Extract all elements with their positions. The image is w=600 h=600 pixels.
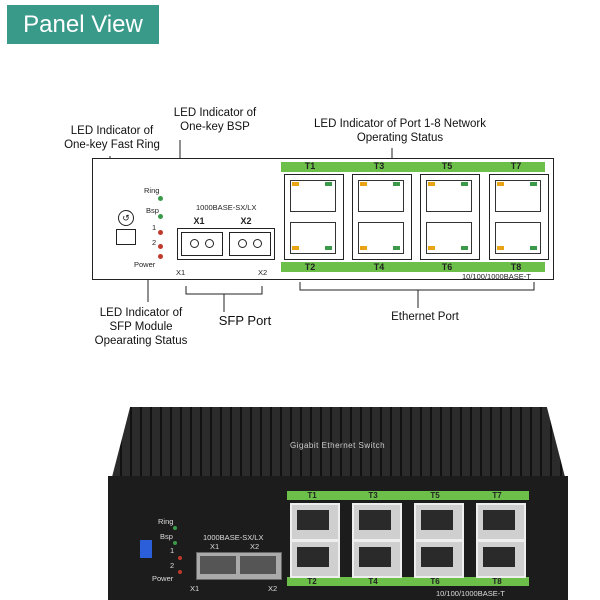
t8-link-led-icon [530, 246, 537, 250]
t5-link-led-icon [461, 182, 468, 186]
annotation-sfp-port: SFP Port [218, 313, 272, 328]
device-sfp-port-x2 [240, 556, 276, 574]
annotation-fast-ring: LED Indicator of One-key Fast Ring [64, 125, 160, 151]
device-led-ring: Ring [158, 517, 174, 526]
sfp-bottom-x1: X1 [176, 268, 186, 277]
port-label-t1: T1 [304, 161, 316, 171]
t7-speed-led-icon [497, 182, 504, 186]
t1-speed-led-icon [292, 182, 299, 186]
device-rj45-socket-t2 [297, 547, 329, 567]
device-eth-spec: 10/100/1000BASE-T [436, 589, 505, 598]
sfp-bottom-x2: X2 [258, 268, 268, 277]
page-title: Panel View [7, 5, 159, 44]
port-group-t3-t4 [352, 174, 412, 260]
t6-speed-led-icon [428, 246, 435, 250]
device-rj45-socket-t6 [421, 547, 453, 567]
port-label-t8: T8 [510, 262, 522, 272]
device-port-t1: T1 [307, 491, 317, 500]
device-port-t5: T5 [430, 491, 440, 500]
port-group-t7-t8 [489, 174, 549, 260]
led-label-power: Power [134, 260, 156, 269]
device-port-t4: T4 [368, 577, 378, 586]
device-sfp-bottom-x1: X1 [190, 584, 200, 593]
sfp-x2-rx-icon [238, 239, 247, 248]
device-rj45-socket-t1 [297, 510, 329, 530]
device-rj45-socket-t4 [359, 547, 391, 567]
device-led-2: 2 [170, 561, 175, 570]
annotation-sfp-led: LED Indicator of SFP Module Opearating S… [94, 307, 188, 347]
annotation-ethernet-port: Ethernet Port [391, 311, 459, 323]
port-label-t4: T4 [373, 262, 385, 272]
sfp-label-x1: X1 [193, 216, 205, 226]
sfp-spec-label: 1000BASE-SX/LX [196, 203, 257, 212]
device-p2-led-icon [178, 570, 182, 574]
device-port-t6: T6 [430, 577, 440, 586]
eth-spec-label: 10/100/1000BASE-T [462, 272, 531, 281]
power2-led-icon [158, 244, 163, 249]
device-heatsink [112, 407, 565, 477]
power-led-icon [158, 254, 163, 259]
sfp-port-x1 [181, 232, 223, 256]
port-label-t5: T5 [441, 161, 453, 171]
t1-link-led-icon [325, 182, 332, 186]
fast-ring-button-icon: ↺ [118, 210, 134, 226]
t2-speed-led-icon [292, 246, 299, 250]
power1-led-icon [158, 230, 163, 235]
bottom-green-bar [281, 262, 545, 272]
device-dip-switch-icon [140, 540, 152, 558]
device-led-1: 1 [170, 546, 175, 555]
device-led-power: Power [152, 574, 174, 583]
device-port-t7: T7 [492, 491, 502, 500]
sfp-x2-tx-icon [253, 239, 262, 248]
ring-led-icon [158, 196, 163, 201]
port-label-t6: T6 [441, 262, 453, 272]
sfp-x1-tx-icon [205, 239, 214, 248]
annotation-bsp: LED Indicator of One-key BSP [173, 107, 257, 133]
t4-speed-led-icon [360, 246, 367, 250]
t3-speed-led-icon [360, 182, 367, 186]
sfp-x1-rx-icon [190, 239, 199, 248]
led-label-1: 1 [152, 223, 157, 232]
device-rj45-socket-t3 [359, 510, 391, 530]
device-bsp-led-icon [173, 541, 177, 545]
t2-link-led-icon [325, 246, 332, 250]
device-led-bsp: Bsp [160, 532, 173, 541]
device-ring-led-icon [173, 526, 177, 530]
t6-link-led-icon [461, 246, 468, 250]
device-port-t3: T3 [368, 491, 378, 500]
annotation-port-status: LED Indicator of Port 1-8 Network Operat… [314, 118, 486, 144]
device-sfp-bottom-x2: X2 [268, 584, 278, 593]
t5-speed-led-icon [428, 182, 435, 186]
device-rj45-socket-t5 [421, 510, 453, 530]
device-top-green-bar [287, 491, 529, 500]
device-port-t8: T8 [492, 577, 502, 586]
port-group-t5-t6 [420, 174, 480, 260]
device-port-t2: T2 [307, 577, 317, 586]
sfp-port-x2 [229, 232, 271, 256]
t4-link-led-icon [393, 246, 400, 250]
led-label-ring: Ring [144, 186, 160, 195]
top-green-bar [281, 162, 545, 172]
t7-link-led-icon [530, 182, 537, 186]
device-top-label: Gigabit Ethernet Switch [290, 441, 386, 450]
device-sfp-port-x1 [200, 556, 236, 574]
t8-speed-led-icon [497, 246, 504, 250]
device-sfp-spec: 1000BASE-SX/LX [203, 533, 264, 542]
port-label-t3: T3 [373, 161, 385, 171]
port-label-t2: T2 [304, 262, 316, 272]
device-rj45-socket-t8 [483, 547, 515, 567]
t3-link-led-icon [393, 182, 400, 186]
device-p1-led-icon [178, 556, 182, 560]
led-label-2: 2 [152, 238, 157, 247]
led-label-bsp: Bsp [146, 206, 159, 215]
device-sfp-x1: X1 [210, 542, 220, 551]
port-group-t1-t2 [284, 174, 344, 260]
sfp-label-x2: X2 [240, 216, 252, 226]
device-bottom-green-bar [287, 577, 529, 586]
port-label-t7: T7 [510, 161, 522, 171]
device-rj45-socket-t7 [483, 510, 515, 530]
dip-switch-icon [116, 229, 136, 245]
device-sfp-x2: X2 [250, 542, 260, 551]
bsp-led-icon [158, 214, 163, 219]
